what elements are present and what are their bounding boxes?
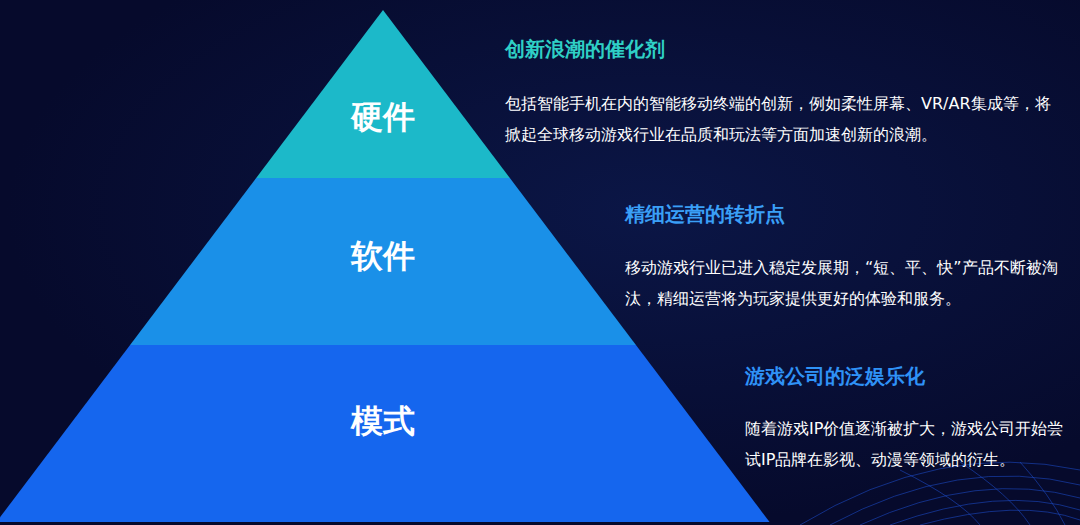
band-heading: 精细运营的转折点 xyxy=(625,201,785,228)
arc-line xyxy=(800,462,1080,525)
band-fill xyxy=(0,345,770,522)
band-heading: 游戏公司的泛娱乐化 xyxy=(745,363,925,390)
arc-line xyxy=(1020,462,1065,525)
band-label: 软件 xyxy=(351,235,415,279)
band-fill xyxy=(130,178,636,345)
band-fill xyxy=(256,10,510,178)
arc-line xyxy=(920,510,1080,525)
arc-line xyxy=(860,489,1080,525)
band-heading: 创新浪潮的催化剂 xyxy=(505,36,665,63)
pyramid-band: 软件 精细运营的转折点移动游戏行业已进入稳定发展期，“短、平、快”产品不断被淘汰，… xyxy=(0,178,1080,345)
arc-line xyxy=(960,462,1030,525)
arc-line xyxy=(900,470,980,525)
band-description: 移动游戏行业已进入稳定发展期，“短、平、快”产品不断被淘汰，精细运营将为玩家提供… xyxy=(625,252,1065,314)
band-label: 模式 xyxy=(351,400,415,444)
band-description: 包括智能手机在内的智能移动终端的创新，例如柔性屏幕、VR/AR集成等，将掀起全球… xyxy=(505,88,1055,150)
pyramid-band: 硬件 创新浪潮的催化剂包括智能手机在内的智能移动终端的创新，例如柔性屏幕、VR/A… xyxy=(0,10,1080,178)
band-label: 硬件 xyxy=(351,96,415,140)
arc-line xyxy=(890,500,1080,525)
arc-line xyxy=(830,476,1080,525)
pyramid-band: 模式 游戏公司的泛娱乐化随着游戏IP价值逐渐被扩大，游戏公司开始尝试IP品牌在影视… xyxy=(0,345,1080,522)
band-description: 随着游戏IP价值逐渐被扩大，游戏公司开始尝试IP品牌在影视、动漫等领域的衍生。 xyxy=(745,413,1072,475)
